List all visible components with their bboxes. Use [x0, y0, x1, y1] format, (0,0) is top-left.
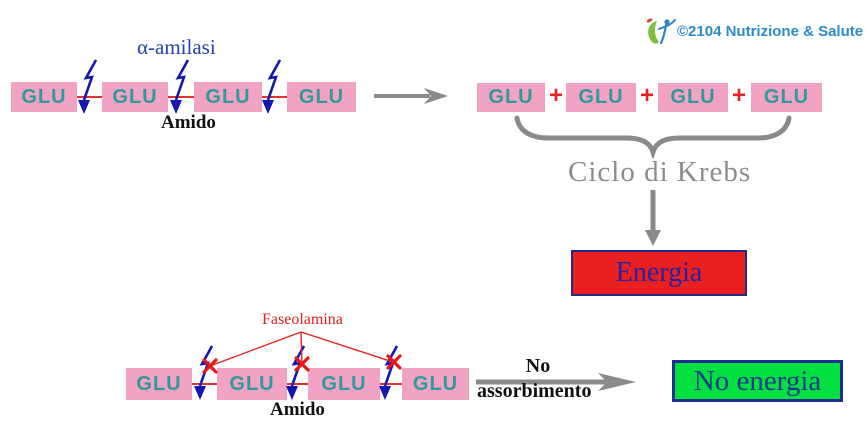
glu-unit-label: GLU	[136, 372, 182, 395]
glu-unit-label: GLU	[229, 372, 275, 395]
substrate-label: Amido	[161, 112, 216, 133]
no-absorption-label-line1: No	[525, 355, 551, 377]
glu-unit: GLU	[217, 368, 287, 400]
arrow-right-icon	[476, 373, 636, 391]
no-absorption-label-line2: assorbimento	[477, 380, 592, 402]
krebs-cycle-label: Ciclo di Krebs	[568, 156, 752, 188]
block-x-icon	[386, 354, 402, 370]
glu-product-label: GLU	[670, 86, 716, 108]
block-x-icon	[202, 358, 218, 374]
plus-sign: +	[731, 82, 746, 109]
glu-product: GLU	[751, 83, 822, 112]
glu-unit-label: GLU	[21, 85, 67, 108]
substrate-label: Amido	[270, 399, 325, 420]
arrow-right-icon	[374, 88, 448, 104]
energy-label: Energia	[615, 257, 703, 288]
glu-unit: GLU	[126, 368, 192, 400]
glu-product-label: GLU	[763, 86, 810, 108]
glu-unit-label: GLU	[298, 85, 345, 108]
glu-unit: GLU	[194, 82, 262, 112]
no-energy-box: No energia	[672, 360, 843, 402]
block-x-icon	[294, 356, 310, 372]
inhibitor-pointer-lines	[209, 331, 394, 367]
glu-product: GLU	[566, 83, 636, 112]
enzyme-label: α-amilasi	[137, 35, 216, 59]
glu-unit: GLU	[308, 368, 380, 400]
glu-unit-label: GLU	[412, 372, 459, 395]
arrow-down-icon	[645, 190, 661, 246]
lightning-bolt-icon	[76, 58, 98, 116]
watermark-text: ©2104 Nutrizione & Salute	[677, 23, 864, 40]
glu-product-label: GLU	[488, 86, 534, 108]
glu-unit-label: GLU	[205, 85, 251, 108]
inhibitor-label: Faseolamina	[262, 311, 343, 328]
glu-unit: GLU	[11, 82, 77, 112]
chain-bond-line	[14, 96, 354, 98]
glu-product: GLU	[477, 83, 545, 112]
chain-bond-line	[130, 383, 468, 385]
curly-brace-icon	[514, 115, 792, 158]
glu-unit-label: GLU	[112, 85, 158, 108]
glu-unit: GLU	[287, 82, 356, 112]
plus-sign: +	[639, 82, 654, 109]
glu-unit-label: GLU	[321, 372, 367, 395]
plus-sign: +	[548, 82, 563, 109]
lightning-bolt-icon	[260, 58, 282, 116]
glu-unit: GLU	[402, 368, 469, 400]
nutrizione-salute-logo-icon	[646, 18, 676, 45]
glu-product: GLU	[658, 83, 728, 112]
no-energy-label: No energia	[693, 364, 822, 397]
glu-product-label: GLU	[578, 86, 624, 108]
glu-unit: GLU	[102, 82, 168, 112]
energy-box: Energia	[571, 250, 747, 296]
lightning-bolt-icon	[168, 58, 190, 116]
